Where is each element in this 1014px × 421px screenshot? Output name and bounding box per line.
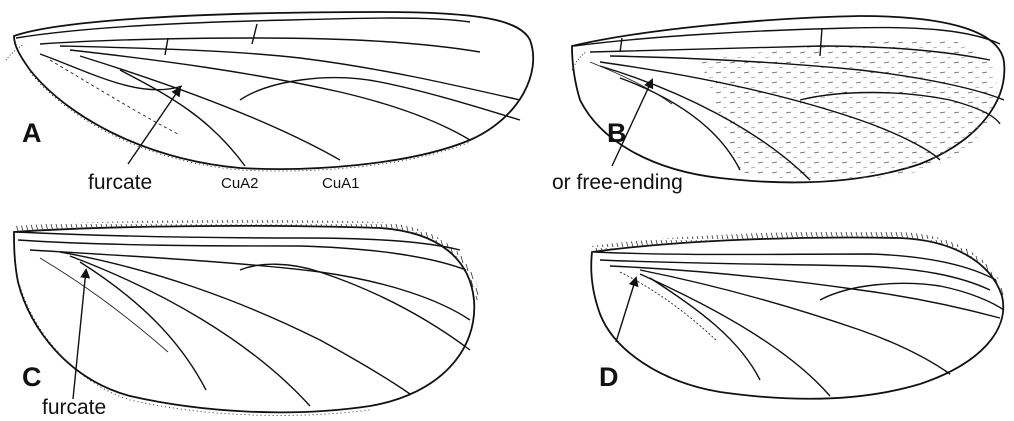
wing-a-medial-fork: [240, 78, 520, 120]
wing-d-medial-fork: [820, 283, 1004, 310]
cua1-label: CuA1: [322, 175, 360, 192]
free-ending-label: or free-ending: [552, 171, 683, 194]
wing-a-anal-vein: [40, 54, 182, 90]
wing-panel-d: D: [591, 232, 1006, 399]
wing-c-costal-vein: [16, 232, 460, 250]
wing-d-costal-vein: [594, 252, 996, 280]
wing-c-cua1-vein: [70, 256, 310, 406]
wing-c-medial-fork: [240, 264, 470, 350]
wing-d-radial-vein: [610, 266, 1000, 318]
wing-a-subcostal-vein: [40, 38, 480, 52]
wing-a-cua2-vein: [120, 70, 245, 166]
furcate-arrow-a: [128, 88, 180, 164]
wing-d-medial-vein: [640, 270, 950, 374]
wing-panel-c: C furcate: [14, 220, 480, 419]
wing-a-radial-vein: [60, 46, 520, 100]
panel-d-letter: D: [599, 362, 619, 392]
wing-a-cua1-vein: [80, 56, 340, 160]
wing-b-anal-vein: [590, 62, 672, 104]
panel-c-letter: C: [22, 362, 42, 392]
furcate-label-c: furcate: [42, 396, 106, 419]
wing-a-medial-vein: [70, 50, 470, 140]
fork-arrow-d: [616, 278, 636, 342]
wing-a-costal-vein: [16, 18, 470, 38]
wing-c-radial-vein: [30, 250, 470, 320]
wing-a-anal-branch: [50, 60, 180, 135]
wing-panel-b: B or free-ending: [552, 16, 1004, 194]
panel-a-letter: A: [22, 118, 42, 148]
wing-c-outline: [14, 226, 474, 412]
cua2-label: CuA2: [221, 175, 259, 192]
wing-a-crossvein-1: [165, 38, 168, 55]
wing-d-cua2-vein: [650, 278, 760, 380]
panel-b-letter: B: [607, 118, 627, 148]
wing-c-cua2-vein: [80, 262, 206, 390]
furcate-label-a: furcate: [88, 171, 152, 194]
wing-a-outline: [14, 12, 533, 169]
wing-panel-a: A furcate CuA2 CuA1: [6, 12, 533, 194]
wing-a-crossvein-2: [252, 24, 257, 44]
furcate-arrow-c: [73, 270, 86, 399]
